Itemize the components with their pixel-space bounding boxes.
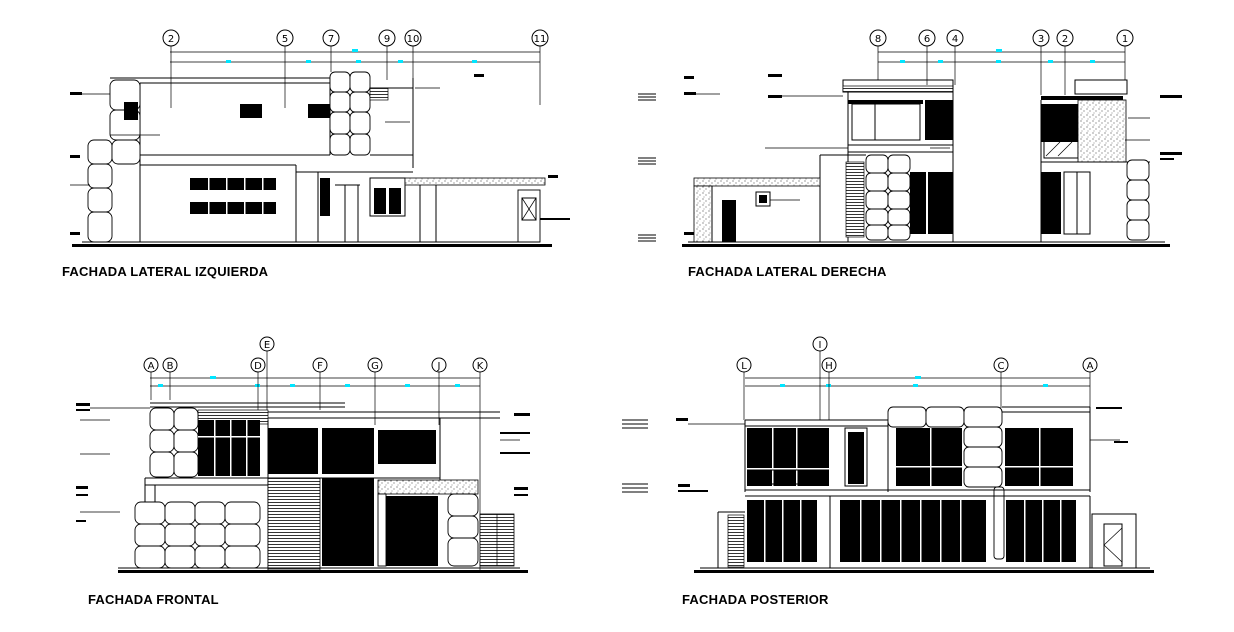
svg-text:A: A	[148, 361, 155, 372]
svg-text:H: H	[825, 361, 833, 372]
axis-marker-B: B	[162, 357, 178, 400]
axis-marker-2b: 2	[1056, 29, 1074, 95]
svg-text:F: F	[317, 361, 323, 372]
svg-text:7: 7	[328, 34, 334, 45]
elevation-left: 2 5 7 9 10 11	[62, 29, 570, 279]
carport-canopy	[404, 175, 570, 243]
title-frontal: FACHADA FRONTAL	[88, 592, 219, 607]
svg-text:10: 10	[407, 34, 420, 45]
elevation-right: 8 6 4 3 2 1	[638, 29, 1182, 279]
elevation-rear: L I H C A	[622, 336, 1154, 607]
axis-marker-E: E	[259, 336, 275, 415]
stone-tower	[329, 71, 389, 156]
axis-marker-6: 6	[918, 29, 936, 85]
axis-marker-L: L	[736, 357, 752, 420]
svg-text:K: K	[477, 361, 484, 372]
title-lateral-derecha: FACHADA LATERAL DERECHA	[688, 264, 887, 279]
axis-marker-1: 1	[1116, 29, 1134, 80]
stone-wall-front-lower	[134, 501, 261, 569]
axis-marker-5: 5	[276, 29, 294, 108]
svg-text:A: A	[1087, 361, 1094, 372]
axis-marker-F: F	[312, 357, 328, 410]
stone-pillar-mid	[865, 154, 953, 241]
axis-marker-2: 2	[162, 29, 180, 108]
axis-marker-4: 4	[946, 29, 964, 85]
svg-text:1: 1	[1122, 34, 1128, 45]
axis-marker-G: G	[367, 357, 383, 425]
svg-text:5: 5	[282, 34, 288, 45]
svg-text:I: I	[819, 340, 822, 351]
svg-text:3: 3	[1038, 34, 1044, 45]
stone-column-left	[87, 79, 141, 243]
svg-text:E: E	[264, 340, 270, 351]
axis-marker-C: C	[993, 357, 1009, 408]
axis-marker-I: I	[812, 336, 828, 420]
garage-front	[377, 479, 515, 567]
svg-text:G: G	[371, 361, 379, 372]
svg-text:2: 2	[1062, 34, 1068, 45]
title-posterior: FACHADA POSTERIOR	[682, 592, 829, 607]
stone-column-right	[1126, 159, 1150, 241]
axis-marker-A: A	[143, 357, 159, 400]
svg-text:L: L	[741, 361, 747, 372]
svg-text:9: 9	[384, 34, 390, 45]
svg-text:8: 8	[875, 34, 881, 45]
axis-marker-8: 8	[869, 29, 887, 80]
axis-marker-7: 7	[322, 29, 340, 72]
axis-marker-D: D	[250, 357, 266, 410]
svg-text:6: 6	[924, 34, 930, 45]
svg-text:J: J	[437, 361, 441, 372]
stone-band-rear	[887, 406, 1005, 560]
svg-text:B: B	[167, 361, 174, 372]
axis-marker-3: 3	[1032, 29, 1050, 95]
svg-text:C: C	[998, 361, 1005, 372]
title-lateral-izquierda: FACHADA LATERAL IZQUIERDA	[62, 264, 269, 279]
axis-marker-9: 9	[378, 29, 396, 80]
stone-column-front-upper	[149, 407, 199, 478]
svg-text:D: D	[254, 361, 262, 372]
svg-text:11: 11	[534, 34, 547, 45]
axis-marker-11: 11	[531, 29, 549, 105]
axis-marker-A2: A	[1082, 357, 1098, 408]
svg-text:4: 4	[952, 34, 958, 45]
axis-marker-H: H	[821, 357, 837, 420]
elevation-front: A B E D F G J	[76, 336, 530, 607]
svg-text:2: 2	[168, 34, 174, 45]
axis-marker-J: J	[431, 357, 447, 425]
